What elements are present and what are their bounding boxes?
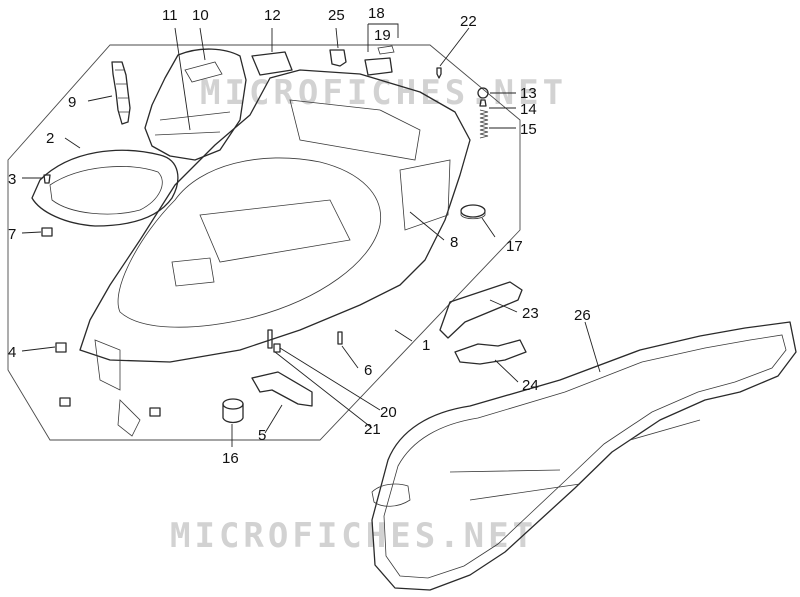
callout-2: 2 [46,130,54,147]
part-23-trim [439,281,523,339]
callout-3: 3 [8,171,16,188]
callout-23: 23 [522,305,539,322]
part-22-screw [436,67,442,79]
callout-26: 26 [574,307,591,324]
part-3-screw [43,174,51,184]
callout-22: 22 [460,13,477,30]
callout-1: 1 [422,337,430,354]
part-2-seat-pan [31,149,179,227]
part-6-screw [337,331,343,345]
part-4-clips [55,342,161,417]
part-26-floor-mat [371,321,797,591]
callout-12: 12 [264,7,281,24]
callout-numbers: 11 10 12 25 18 19 22 9 2 3 7 4 13 14 15 … [8,5,591,467]
part-10-compartment-lid [144,48,247,161]
callout-11: 11 [162,7,178,24]
callout-18: 18 [368,5,385,22]
callout-19: 19 [374,27,391,44]
callout-15: 15 [520,121,537,138]
callout-16: 16 [222,450,239,467]
leader-lines [21,23,601,447]
callout-24: 24 [522,377,539,394]
part-24-gasket [454,339,527,365]
callout-13: 13 [520,85,537,102]
part-5-bracket [251,371,313,407]
callout-6: 6 [364,362,372,379]
part-9-cable [111,61,131,125]
part-16-plug [222,398,244,424]
callout-4: 4 [8,344,16,361]
part-7-clip [41,227,53,237]
assembly-frame [7,44,521,441]
callout-8: 8 [450,234,458,251]
part-12-label [251,51,293,76]
callout-9: 9 [68,94,76,111]
part-20-21-screws [267,329,281,353]
callout-21: 21 [364,421,381,438]
part-18-19-block [364,45,395,76]
callout-17: 17 [506,238,523,255]
watermark-bottom: MICROFICHES.NET [170,516,537,556]
callout-14: 14 [520,101,537,118]
callout-5: 5 [258,427,266,444]
callout-7: 7 [8,226,16,243]
part-25-clip [329,49,347,67]
callout-10: 10 [192,7,209,24]
part-17-cap [460,204,486,220]
callout-20: 20 [380,404,397,421]
part-1-main-body [79,69,471,437]
callout-25: 25 [328,7,345,24]
part-13-14-15-bolt [477,87,489,139]
